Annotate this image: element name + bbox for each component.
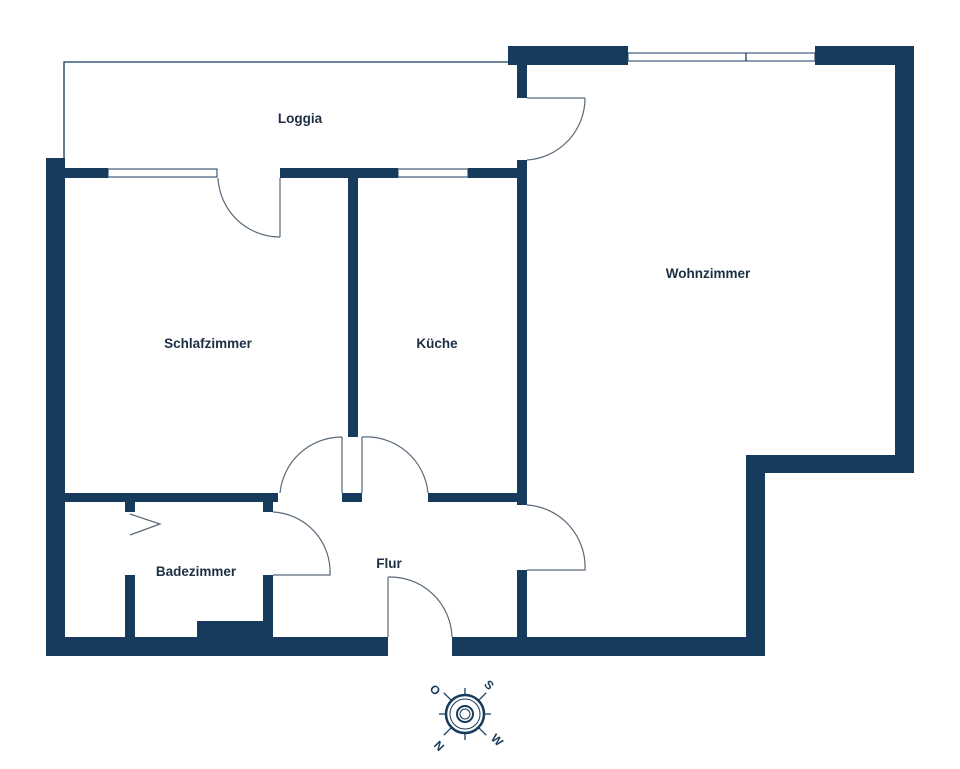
room-label-loggia: Loggia <box>278 111 323 126</box>
windows <box>107 52 816 178</box>
door-swings <box>129 97 586 638</box>
compass-label-o: O <box>427 682 444 699</box>
compass-label-n: N <box>431 738 447 754</box>
room-label-kueche: Küche <box>416 336 458 351</box>
room-label-flur: Flur <box>376 556 402 571</box>
loggia-outline <box>63 61 517 168</box>
compass-label-s: S <box>481 677 497 693</box>
room-labels: Loggia Wohnzimmer Schlafzimmer Küche Bad… <box>156 111 751 579</box>
walls <box>46 46 914 656</box>
room-label-schlafzimmer: Schlafzimmer <box>164 336 253 351</box>
room-label-wohnzimmer: Wohnzimmer <box>666 266 751 281</box>
compass-icon: O S N W <box>427 677 507 754</box>
compass-label-w: W <box>488 731 506 749</box>
room-label-badezimmer: Badezimmer <box>156 564 237 579</box>
